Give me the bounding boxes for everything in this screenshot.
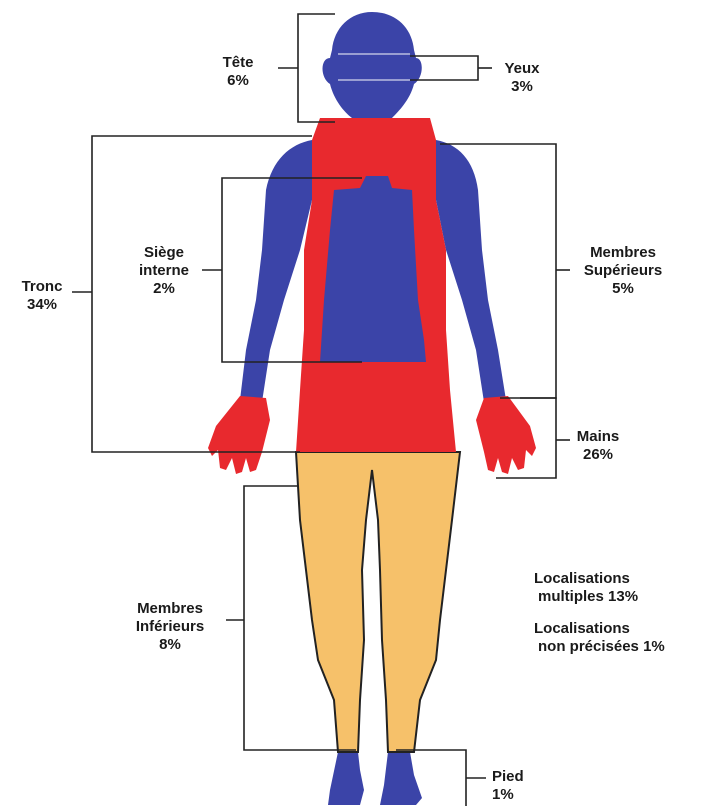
label-siege-interne: Siège interne 2% — [122, 244, 206, 298]
label-membres-inferieurs: Membres Inférieurs 8% — [120, 600, 220, 654]
label-mains: Mains 26% — [568, 428, 628, 464]
label-siege-line2: interne — [122, 262, 206, 280]
label-pied-name: Pied — [492, 768, 552, 786]
label-loc-multiples-line2-wrap: multiples 13% — [534, 588, 684, 606]
label-membres-sup-line2: Supérieurs — [568, 262, 678, 280]
label-tete-pct: 6% — [208, 72, 268, 90]
label-localisations-non-precisees: Localisations non précisées 1% — [534, 620, 708, 656]
label-loc-non-precisees-pct: 1% — [643, 638, 665, 655]
label-membres-sup-pct: 5% — [568, 280, 678, 298]
label-tronc-pct: 34% — [10, 296, 74, 314]
label-tronc: Tronc 34% — [10, 278, 74, 314]
label-membres-sup-line1: Membres — [568, 244, 678, 262]
label-pied-pct: 1% — [492, 786, 552, 804]
label-siege-pct: 2% — [122, 280, 206, 298]
label-tronc-name: Tronc — [10, 278, 74, 296]
label-mains-name: Mains — [568, 428, 628, 446]
head — [323, 12, 422, 118]
legs — [296, 452, 460, 752]
label-siege-line1: Siège — [122, 244, 206, 262]
right-hand — [476, 396, 536, 474]
label-membres-inf-line1: Membres — [120, 600, 220, 618]
label-membres-inf-pct: 8% — [120, 636, 220, 654]
label-tete-name: Tête — [208, 54, 268, 72]
label-yeux-pct: 3% — [492, 78, 552, 96]
label-yeux: Yeux 3% — [492, 60, 552, 96]
left-foot — [328, 752, 364, 805]
right-foot — [380, 752, 422, 805]
label-membres-superieurs: Membres Supérieurs 5% — [568, 244, 678, 298]
label-loc-multiples-line2: multiples — [538, 588, 604, 605]
label-yeux-name: Yeux — [492, 60, 552, 78]
label-membres-inf-line2: Inférieurs — [120, 618, 220, 636]
label-loc-multiples-pct: 13% — [608, 588, 638, 605]
label-tete: Tête 6% — [208, 54, 268, 90]
label-loc-non-precisees-line1: Localisations — [534, 620, 708, 638]
label-localisations-multiples: Localisations multiples 13% — [534, 570, 684, 606]
label-loc-non-precisees-line2-wrap: non précisées 1% — [534, 638, 708, 656]
label-loc-multiples-line1: Localisations — [534, 570, 684, 588]
label-mains-pct: 26% — [568, 446, 628, 464]
label-loc-non-precisees-line2: non précisées — [538, 638, 639, 655]
left-hand — [208, 396, 270, 474]
label-pied: Pied 1% — [492, 768, 552, 804]
internal-organs — [320, 176, 426, 362]
